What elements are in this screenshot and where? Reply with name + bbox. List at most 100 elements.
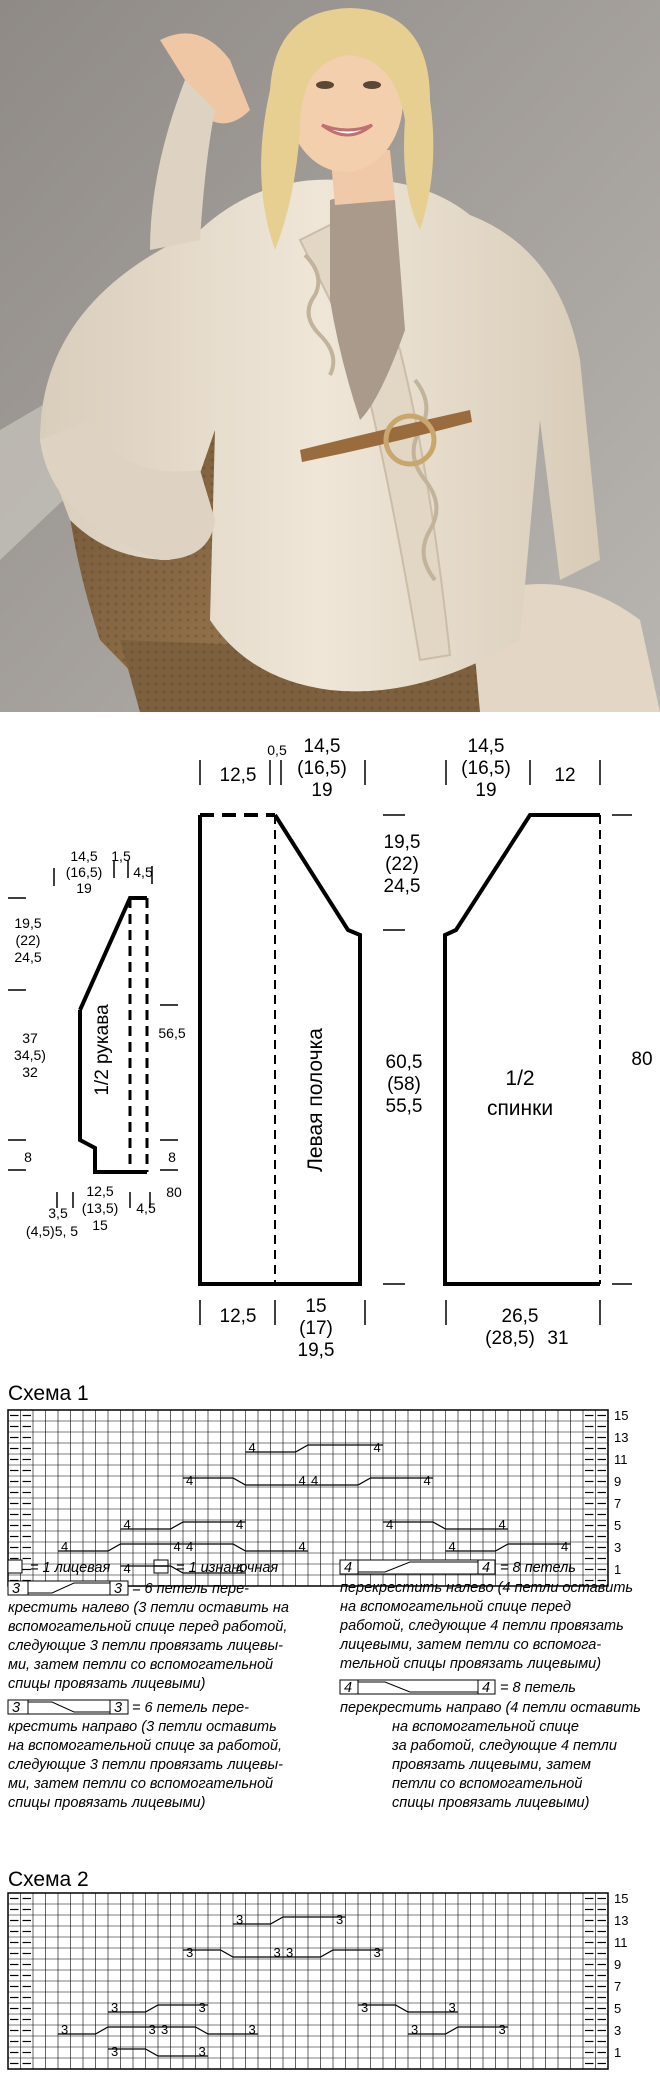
cable-line	[58, 1543, 183, 1552]
front-neck-1: 19,5	[384, 832, 421, 853]
cross4-left-line-4: лицевыми, затем петли со вспомога-	[339, 1637, 601, 1653]
belt	[300, 410, 472, 467]
cable-number: 4	[186, 1539, 193, 1554]
cross3-left-line-5: спицы провязать лицевыми)	[8, 1676, 205, 1692]
cable-number: 4	[61, 1539, 68, 1554]
cable-number: 4	[174, 1539, 181, 1554]
cable-line	[445, 1543, 571, 1552]
cross4-right-desc: = 8 петель	[500, 1680, 576, 1696]
shirt	[330, 195, 405, 420]
cross4-right-line-1: перекрестить направо (4 петли оставить	[340, 1700, 641, 1716]
cable-number: 4	[374, 1440, 381, 1455]
back-top-width-3: 19	[475, 780, 496, 801]
cross3-left-symbol	[7, 1580, 129, 1596]
row-number: 11	[614, 1452, 628, 1467]
row-number: 3	[614, 2023, 621, 2038]
row-number: 15	[614, 1891, 628, 1906]
cable-number: 3	[111, 2044, 118, 2059]
cable-line	[158, 2026, 258, 2035]
cable-number: 3	[161, 2022, 168, 2037]
row-number: 7	[614, 1496, 621, 1511]
front-top-left: 12,5	[220, 765, 257, 786]
front-bottom-right-1: 15	[305, 1296, 326, 1317]
cable-line	[183, 1949, 283, 1958]
cable-line	[183, 1543, 308, 1552]
front-neck-3: 24,5	[384, 876, 421, 897]
row-number: 1	[614, 2045, 621, 2060]
cross3-left-num-b: 3	[114, 1581, 122, 1597]
sleeve-top-width-2: (16,5)	[66, 864, 103, 880]
back-bottom-width-3: 31	[547, 1328, 568, 1349]
cable-number: 3	[449, 2000, 456, 2015]
cross4-right-num-b: 4	[482, 1680, 490, 1696]
legend-knit-symbol	[7, 1559, 23, 1574]
sleeve-bottom-left-2: (4,5)5, 5	[26, 1223, 78, 1239]
row-number: 5	[614, 1518, 621, 1533]
sleeve-body-3: 32	[22, 1064, 38, 1080]
cable-line	[308, 1477, 433, 1486]
eye-left	[316, 81, 334, 89]
eye-right	[363, 81, 381, 89]
front-bottom-right-2: (17)	[299, 1318, 333, 1339]
cross3-right-line-1: крестить направо (3 петли оставить	[8, 1719, 277, 1735]
cable-line	[383, 1521, 508, 1530]
sleeve-cap-3: 24,5	[14, 949, 41, 965]
cross4-right-line-3: за работой, следующие 4 петли	[391, 1738, 617, 1754]
legend: = 1 лицевая = 1 изнаночная 3 3 = 6 петел…	[7, 1559, 641, 1811]
cable-line	[58, 2026, 158, 2035]
cable-number: 3	[274, 1945, 281, 1960]
cable-line	[358, 2004, 458, 2013]
front-label: Левая полочка	[304, 1028, 327, 1172]
cable-number: 4	[311, 1473, 318, 1488]
cardigan	[40, 179, 600, 692]
cable-line	[108, 2048, 208, 2057]
cross4-right-line-2: на вспомогательной спице	[392, 1719, 579, 1735]
cross3-right-line-3: следующие 3 петли провязать лицевы-	[8, 1757, 283, 1773]
row-number: 15	[614, 1408, 628, 1423]
cross4-left-num-b: 4	[482, 1560, 490, 1576]
sleeve-bottom-left-1: 3,5	[48, 1205, 68, 1221]
pattern-diagrams: 1/2 рукава 14,5 (16,5) 19 1,5 4,5 19,5 (…	[7, 736, 653, 2070]
cable-number: 3	[336, 1912, 343, 1927]
cross4-left-line-1: перекрестить налево (4 петли оставить	[340, 1580, 633, 1596]
cable-number: 3	[361, 2000, 368, 2015]
sleeve-cap-2: (22)	[16, 932, 41, 948]
sleeve-total: 80	[166, 1184, 182, 1200]
cross3-right-line-4: ми, затем петли со вспомогательной	[8, 1776, 273, 1792]
sleeve-bottom-width-3: 15	[92, 1217, 108, 1233]
cross4-left-desc: = 8 петель	[500, 1560, 576, 1576]
cable-line	[120, 1565, 246, 1574]
cross3-right-line-5: спицы провязать лицевыми)	[8, 1795, 205, 1811]
sleeve-bottom-right: 4,5	[136, 1200, 156, 1216]
sleeve-top-right-1: 1,5	[111, 848, 131, 864]
cable-number: 3	[111, 2000, 118, 2015]
scheme1-title: Схема 1	[8, 1382, 89, 1405]
front-diagram: Левая полочка 12,5 0,5 14,5 (16,5) 19 19…	[198, 736, 423, 1361]
back-diagram: 1/2 спинки 14,5 (16,5) 19 12 80 26,5 (28…	[443, 736, 653, 1349]
cable-number: 4	[236, 1561, 243, 1576]
cable-number: 4	[424, 1473, 431, 1488]
cable-number: 4	[299, 1473, 306, 1488]
cable-number: 3	[499, 2022, 506, 2037]
cable-number: 4	[186, 1473, 193, 1488]
cross4-left-line-3: работой, следующие 4 петли провязать	[339, 1618, 624, 1634]
hand	[160, 33, 250, 124]
row-number: 7	[614, 1979, 621, 1994]
cable-number: 3	[199, 2044, 206, 2059]
cable-number: 3	[411, 2022, 418, 2037]
cross3-right-line-2: на вспомогательной спице за работой,	[8, 1738, 282, 1754]
front-body-3: 55,5	[386, 1096, 423, 1117]
smile	[321, 123, 373, 137]
front-neck-2: (22)	[385, 854, 419, 875]
sleeve-cap-1: 19,5	[14, 915, 41, 931]
sleeve-body-2: 34,5)	[14, 1047, 46, 1063]
cross4-right-line-6: спицы провязать лицевыми)	[392, 1795, 589, 1811]
cross4-left-line-2: на вспомогательной спице перед	[340, 1599, 571, 1615]
cross3-left-desc: = 6 петель пере-	[132, 1581, 249, 1597]
row-number: 13	[614, 1913, 628, 1928]
sleeve-cuff-left: 8	[24, 1149, 32, 1165]
cable-number: 4	[499, 1517, 506, 1532]
